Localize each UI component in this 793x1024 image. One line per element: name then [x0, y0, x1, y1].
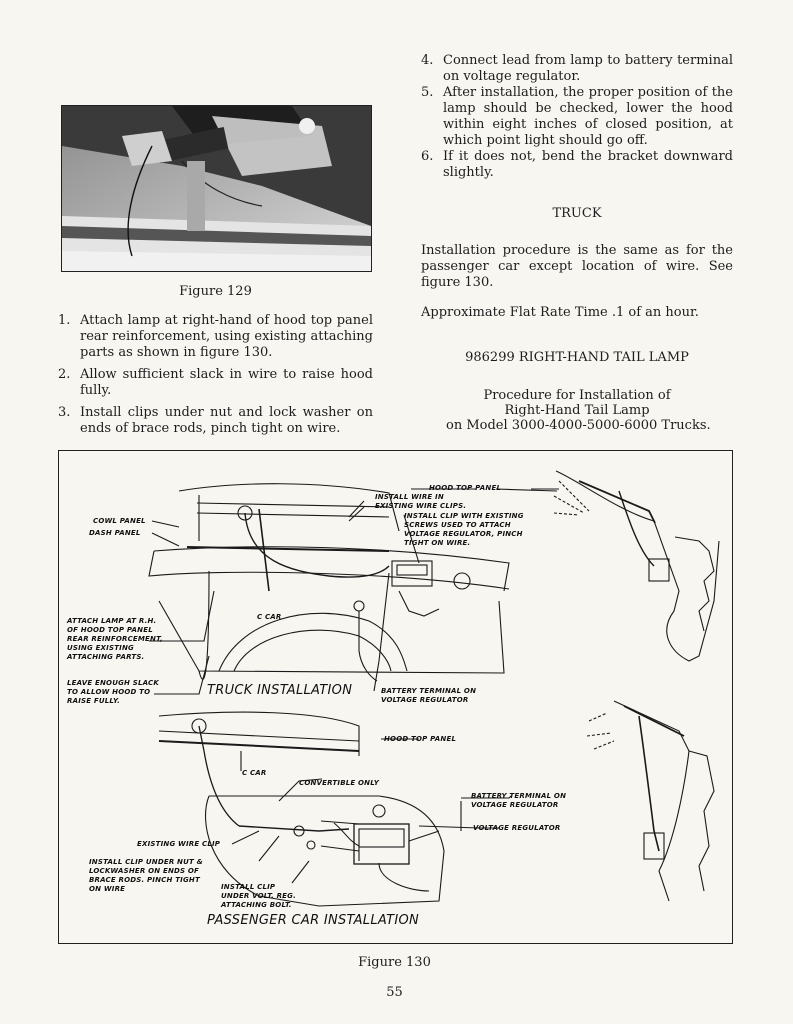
label-install-clip-line-4: TIGHT ON WIRE. [404, 539, 471, 547]
procedure-line-1: Procedure for Installation of [483, 388, 671, 403]
step-number: 3. [58, 405, 71, 420]
step-number: 5. [421, 85, 434, 100]
label-attach-lamp-line-1: ATTACH LAMP AT R.H. [67, 617, 157, 625]
right-steps-list: 4. Connect lead from lamp to battery term… [421, 53, 733, 187]
label-install-clip-volt-line-3: ATTACHING BOLT. [221, 901, 292, 909]
figure-130-caption: Figure 130 [358, 955, 431, 970]
step-text: Connect lead from lamp to battery termin… [443, 53, 733, 84]
label-install-clip-nut-line-2: LOCKWASHER ON ENDS OF [89, 867, 200, 875]
step-text: If it does not, bend the bracket downwar… [443, 149, 733, 180]
list-item: 5. After installation, the proper positio… [421, 85, 733, 149]
truck-paragraph: Installation procedure is the same as fo… [421, 243, 733, 290]
step-text: Install clips under nut and lock washer … [80, 405, 373, 436]
step-number: 1. [58, 313, 71, 328]
label-car-center-bottom: C CAR [242, 769, 267, 777]
page-number: 55 [386, 985, 403, 1000]
label-existing-wire-clip: EXISTING WIRE CLIP [137, 840, 221, 848]
figure-129-caption: Figure 129 [179, 284, 252, 299]
label-battery-terminal-top-line-1: BATTERY TERMINAL ON [381, 687, 477, 695]
procedure-line-3: on Model 3000-4000-5000-6000 Trucks. [446, 418, 711, 433]
label-truck-installation: TRUCK INSTALLATION [207, 683, 353, 698]
step-number: 2. [58, 367, 71, 382]
list-item: 4. Connect lead from lamp to battery term… [421, 53, 733, 85]
label-leave-slack-line-1: LEAVE ENOUGH SLACK [67, 679, 160, 687]
label-existing-wire-clips: EXISTING WIRE CLIPS. [375, 502, 467, 510]
step-text: Allow sufficient slack in wire to raise … [80, 367, 373, 398]
figure-129-photo [61, 105, 372, 272]
label-install-clip-nut-line-3: BRACE RODS. PINCH TIGHT [89, 876, 200, 884]
label-install-clip-volt-line-2: UNDER VOLT. REG. [221, 892, 296, 900]
procedure-line-2: Right-Hand Tail Lamp [504, 403, 650, 418]
label-attach-lamp-line-3: REAR REINFORCEMENT, [67, 635, 163, 643]
label-hood-top-panel-mid: HOOD TOP PANEL [384, 735, 457, 743]
label-battery-terminal-bottom-line-2: VOLTAGE REGULATOR [471, 801, 559, 809]
step-text: Attach lamp at right-hand of hood top pa… [80, 313, 373, 360]
label-install-clip-nut-line-4: ON WIRE [89, 885, 126, 893]
label-cowl-panel: COWL PANEL [93, 517, 146, 525]
label-install-clip-volt-line-1: INSTALL CLIP [221, 883, 276, 891]
label-dash-panel: DASH PANEL [89, 529, 141, 537]
label-car-center-top: C CAR [257, 613, 282, 621]
flat-rate-text: Approximate Flat Rate Time .1 of an hour… [421, 305, 699, 320]
label-voltage-regulator: VOLTAGE REGULATOR [473, 824, 561, 832]
left-steps-list: 1. Attach lamp at right-hand of hood top … [58, 313, 373, 443]
hood-lamp-photo-illustration [62, 106, 371, 271]
list-item: 3. Install clips under nut and lock washe… [58, 405, 373, 437]
wiring-diagram-illustration [148, 470, 720, 907]
label-leave-slack-line-2: TO ALLOW HOOD TO [67, 688, 151, 696]
figure-130-diagram: HOOD TOP PANEL INSTALL WIRE IN EXISTING … [58, 450, 733, 944]
list-item: 6. If it does not, bend the bracket downw… [421, 149, 733, 181]
step-number: 4. [421, 53, 434, 68]
label-install-wire-in: INSTALL WIRE IN [375, 493, 444, 501]
label-leave-slack-line-3: RAISE FULLY. [67, 697, 120, 705]
label-passenger-car-installation: PASSENGER CAR INSTALLATION [207, 913, 420, 928]
label-install-clip-line-1: INSTALL CLIP WITH EXISTING [404, 512, 524, 520]
label-hood-top-panel-top: HOOD TOP PANEL [429, 484, 502, 492]
truck-heading: TRUCK [552, 206, 602, 221]
label-attach-lamp-line-5: ATTACHING PARTS. [67, 653, 145, 661]
tail-lamp-heading: 986299 RIGHT-HAND TAIL LAMP [465, 350, 689, 365]
label-battery-terminal-top-line-2: VOLTAGE REGULATOR [381, 696, 469, 704]
list-item: 2. Allow sufficient slack in wire to rais… [58, 367, 373, 399]
label-install-clip-nut-line-1: INSTALL CLIP UNDER NUT & [89, 858, 203, 866]
label-battery-terminal-bottom-line-1: BATTERY TERMINAL ON [471, 792, 567, 800]
label-attach-lamp-line-4: USING EXISTING [67, 644, 134, 652]
label-attach-lamp-line-2: OF HOOD TOP PANEL [67, 626, 153, 634]
step-text: After installation, the proper position … [443, 85, 733, 148]
step-number: 6. [421, 149, 434, 164]
label-install-clip-line-3: VOLTAGE REGULATOR, PINCH [404, 530, 523, 538]
label-convertible-only: CONVERTIBLE ONLY [299, 779, 380, 787]
label-install-clip-line-2: SCREWS USED TO ATTACH [404, 521, 511, 529]
list-item: 1. Attach lamp at right-hand of hood top … [58, 313, 373, 361]
